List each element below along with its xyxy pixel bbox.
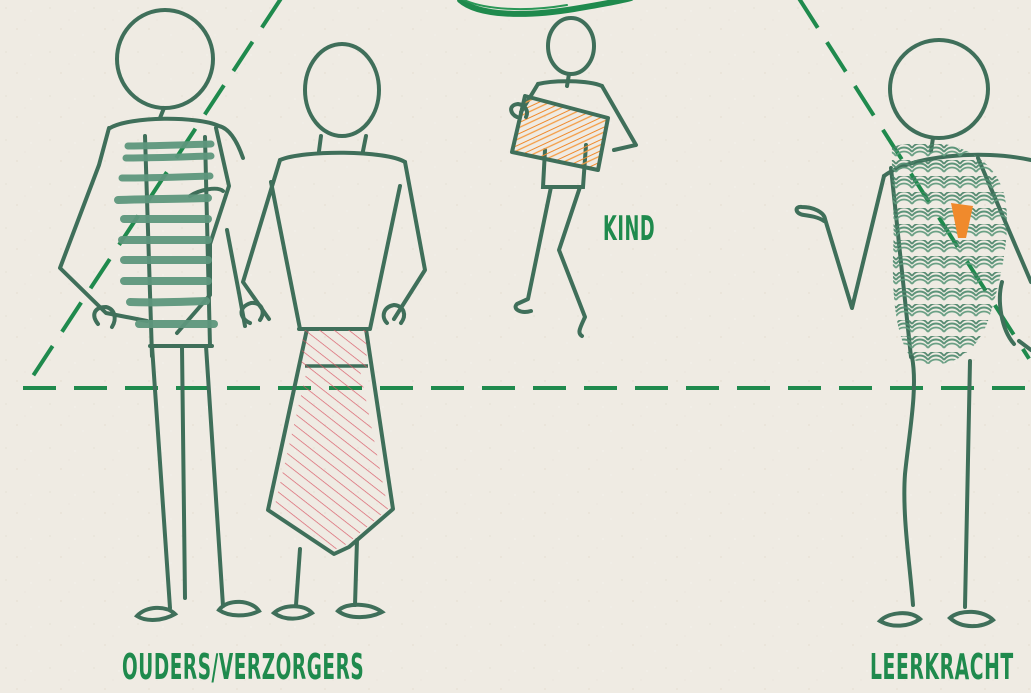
teacher-label: LEERKRACHT [870, 650, 1014, 686]
child-label: KIND [603, 212, 655, 246]
parents-label: OUDERS/VERZORGERS [122, 650, 364, 686]
